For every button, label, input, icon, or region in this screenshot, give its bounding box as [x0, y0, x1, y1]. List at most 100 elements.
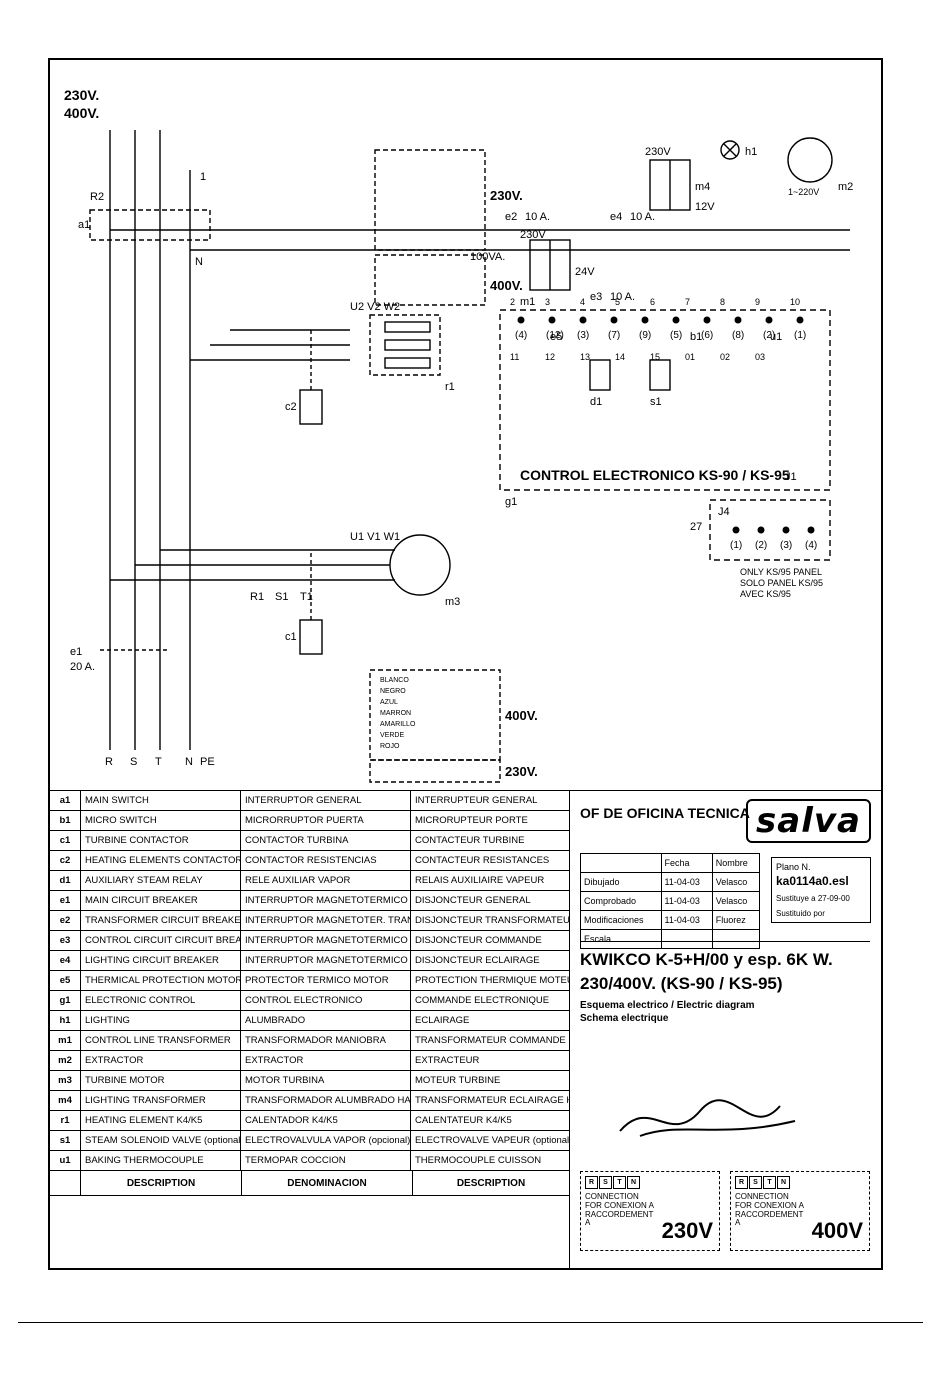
- plano-label: Plano N.: [776, 862, 811, 872]
- legend-es: INTERRUPTOR MAGNETOTERMICO MANIOBRA: [241, 931, 411, 950]
- wire-color-label: VERDE: [380, 732, 404, 739]
- connection-voltage-400: 400V: [811, 1218, 863, 1243]
- plano-box: Plano N. ka0114a0.esl Sustituye a 27-09-…: [771, 857, 871, 923]
- comprobado-label: Comprobado: [580, 891, 662, 911]
- title-block: OF DE OFICINA TECNICA salva Fecha Nombre…: [570, 790, 881, 1270]
- legend-code: s1: [50, 1131, 81, 1150]
- node-n-label: N: [195, 256, 203, 268]
- legend-fr: DISJONCTEUR GENERAL: [415, 895, 531, 906]
- relay-d1-label: d1: [590, 396, 602, 408]
- contactor-c2-terms: U2 V2 W2: [350, 301, 400, 313]
- schematic: 230V. 400V. R S T N PE e1 20 A. R1 S1 T1…: [50, 60, 881, 788]
- sust-a-label: Sustituye a: [776, 894, 816, 903]
- wire-number: 2: [510, 297, 515, 307]
- motor-m3-terms: U1 V1 W1: [350, 531, 400, 543]
- legend-code: m2: [50, 1051, 81, 1070]
- legend-fr: TRANSFORMATEUR ECLAIRAGE HALOGENE: [415, 1095, 569, 1106]
- control-terminal: (7): [608, 330, 620, 341]
- legend-en: THERMICAL PROTECTION MOTOR: [81, 971, 241, 990]
- valve-s1-label: s1: [650, 396, 662, 408]
- thermocouple-u1-label: u1: [770, 331, 782, 343]
- transformer-m1-label: m1: [520, 296, 535, 308]
- contactor-c1: [299, 619, 323, 655]
- wire-number: 14: [615, 352, 625, 362]
- m1-rating: 100VA.: [470, 251, 505, 263]
- j4-terminal: (1): [730, 540, 742, 551]
- transformer-m4-label: m4: [695, 181, 710, 193]
- legend-es: MICRORRUPTOR PUERTA: [241, 811, 411, 830]
- j4-label: J4: [718, 506, 730, 518]
- legend-es: PROTECTOR TERMICO MOTOR: [241, 971, 411, 990]
- m1-secondary: 24V: [575, 266, 595, 278]
- legend-header-code: [50, 1171, 81, 1195]
- breaker-e4-rating: 10 A.: [630, 211, 655, 223]
- legend-code: a1: [50, 791, 81, 810]
- wire-color-label: ROJO: [380, 743, 400, 750]
- heater-inset-230: [374, 149, 486, 251]
- legend-en: STEAM SOLENOID VALVE (optional): [81, 1131, 241, 1150]
- legend-code: m4: [50, 1091, 81, 1110]
- legend-fr: TRANSFORMATEUR COMMANDE: [415, 1035, 566, 1046]
- legend-fr: EXTRACTEUR: [415, 1055, 480, 1066]
- control-terminal: (5): [670, 330, 682, 341]
- legend-code: c1: [50, 831, 81, 850]
- connection-label-230: CONNECTION FOR CONEXION A RACCORDEMENT A: [585, 1192, 654, 1228]
- wire-color-label: AMARILLO: [380, 721, 416, 728]
- legend-en: LIGHTING: [81, 1011, 241, 1030]
- control-terminal-dot: [610, 316, 618, 324]
- legend-code: c2: [50, 851, 81, 870]
- control-terminal-dot: [796, 316, 804, 324]
- valve-s1: [649, 359, 671, 391]
- legend-es: ALUMBRADO: [241, 1011, 411, 1030]
- legend-es: INTERRUPTOR MAGNETOTERMICO ALUMBRADO: [241, 951, 411, 970]
- control-terminal: (6): [701, 330, 713, 341]
- node-1-label: 1: [200, 171, 206, 183]
- dibujado-name: Velasco: [711, 872, 761, 892]
- legend-es: TRANSFORMADOR ALUMBRADO HALOGENO: [241, 1091, 411, 1110]
- legend-en: MICRO SWITCH: [81, 811, 241, 830]
- control-title: CONTROL ELECTRONICO KS-90 / KS-95: [520, 467, 790, 483]
- comprobado-date: 11-04-03: [660, 891, 713, 911]
- control-terminal: (2): [763, 330, 775, 341]
- terminal-box: R: [585, 1176, 598, 1189]
- sust-por-label: Sustituido por: [776, 909, 825, 918]
- motor-inset-230-label: 230V.: [505, 764, 538, 779]
- control-terminals: (4)(12)(3)(7)(9)(5)(6)(8)(2)(1): [515, 316, 806, 341]
- legend-en: CONTROL CIRCUIT CIRCUIT BREAKER: [81, 931, 241, 950]
- legend-fr: INTERRUPTEUR GENERAL: [415, 795, 538, 806]
- legend-es: INTERRUPTOR MAGNETOTER. TRANSFORMADOR: [241, 911, 411, 930]
- legend-fr: ECLAIRAGE: [415, 1015, 470, 1026]
- legend-fr: CONTACTEUR RESISTANCES: [415, 855, 550, 866]
- j4-terminal-dot: [782, 526, 790, 534]
- wire-number: 10: [790, 297, 800, 307]
- office-title: OF DE OFICINA TECNICA: [580, 805, 750, 821]
- heater-inset-230-label: 230V.: [490, 188, 523, 203]
- contactor-c2-label: c2: [285, 401, 297, 413]
- legend-code: g1: [50, 991, 81, 1010]
- plano-value: ka0114a0.esl: [776, 874, 849, 888]
- contactor-c1-label: c1: [285, 631, 297, 643]
- control-terminal: (12): [546, 330, 564, 341]
- legend-es: CALENTADOR K4/K5: [241, 1111, 411, 1130]
- terminal-box: T: [763, 1176, 776, 1189]
- legend-fr: DISJONCTEUR TRANSFORMATEUR: [415, 915, 569, 926]
- legend-code: h1: [50, 1011, 81, 1030]
- model-line-4: Schema electrique: [580, 1013, 669, 1024]
- terminal-box: S: [749, 1176, 762, 1189]
- wire-number: 01: [685, 352, 695, 362]
- j4-terminal: (2): [755, 540, 767, 551]
- legend-es: TERMOPAR COCCION: [241, 1151, 411, 1170]
- dibujado-label: Dibujado: [580, 872, 662, 892]
- supply-terminal-t: T: [155, 756, 162, 768]
- legend-en: EXTRACTOR: [81, 1051, 241, 1070]
- sust-a-value: 27-09-00: [817, 894, 850, 903]
- supply-voltage-1: 230V.: [64, 87, 99, 103]
